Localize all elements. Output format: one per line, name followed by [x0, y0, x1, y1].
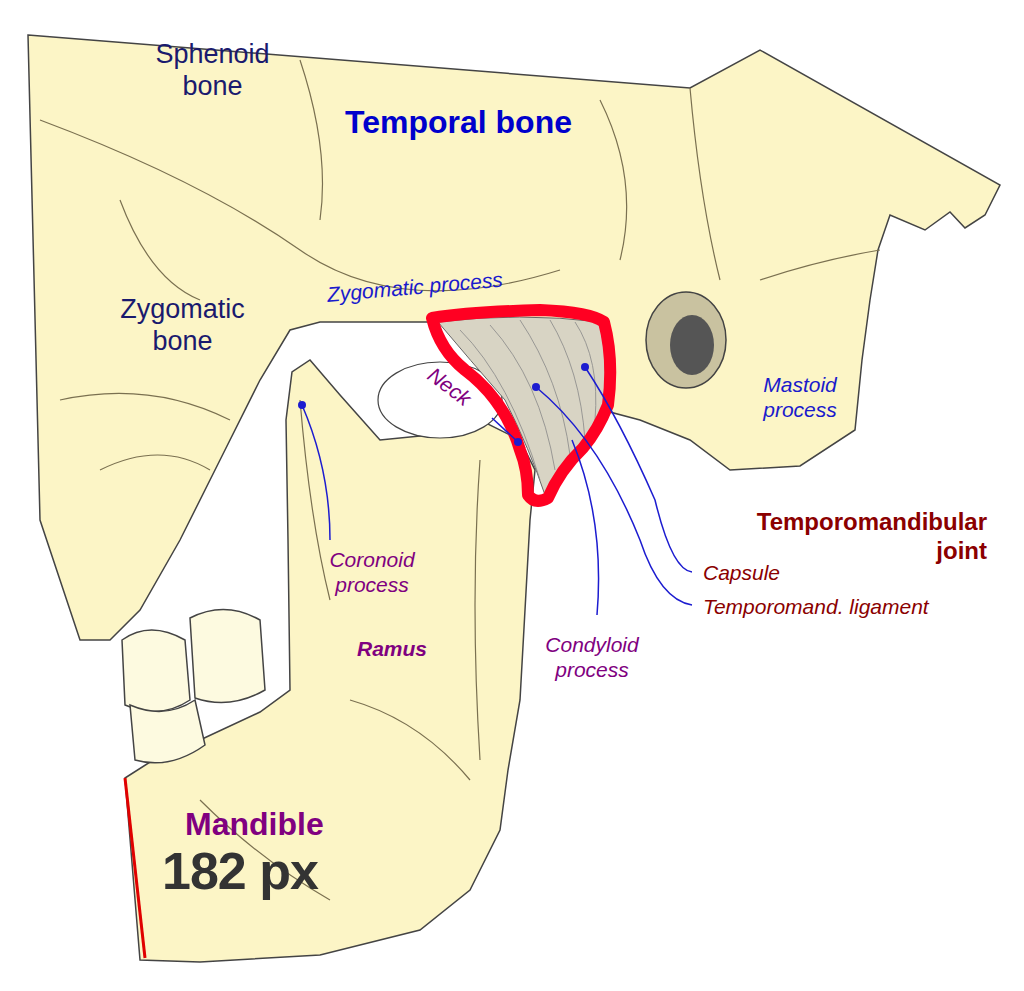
process-label: Mastoid process	[735, 372, 865, 422]
bone-label: Sphenoid bone	[135, 38, 290, 103]
measure-line	[125, 778, 145, 958]
leader-dots	[298, 363, 589, 446]
molar-tooth	[122, 630, 190, 711]
leader-line	[492, 418, 518, 442]
leader-dot	[514, 438, 522, 446]
leader-line	[302, 405, 330, 540]
leader-line	[585, 367, 692, 572]
bone-label: Temporal bone	[345, 103, 572, 141]
leader-dot	[581, 363, 589, 371]
bone-label: Zygomatic bone	[95, 293, 270, 358]
leader-line	[572, 440, 599, 615]
leader-dot	[298, 401, 306, 409]
joint-part-label: Temporomand. ligament	[703, 594, 929, 619]
dimension-label: 182 px	[162, 840, 318, 902]
ear-canal	[646, 292, 726, 388]
process-label: Condyloid process	[517, 632, 667, 682]
joint-title: Temporomandibular joint	[732, 508, 987, 566]
process-label: Coronoid process	[297, 547, 447, 597]
ear-canal-inner	[670, 315, 714, 375]
bone-label: Mandible	[185, 805, 324, 843]
leader-line	[536, 387, 692, 605]
bone-shading	[40, 60, 880, 470]
molar-teeth	[122, 609, 265, 762]
leader-dot	[532, 383, 540, 391]
molar-tooth	[130, 700, 205, 763]
molar-tooth	[190, 609, 265, 702]
part-label: Ramus	[357, 636, 427, 661]
joint-part-label: Capsule	[703, 560, 780, 585]
